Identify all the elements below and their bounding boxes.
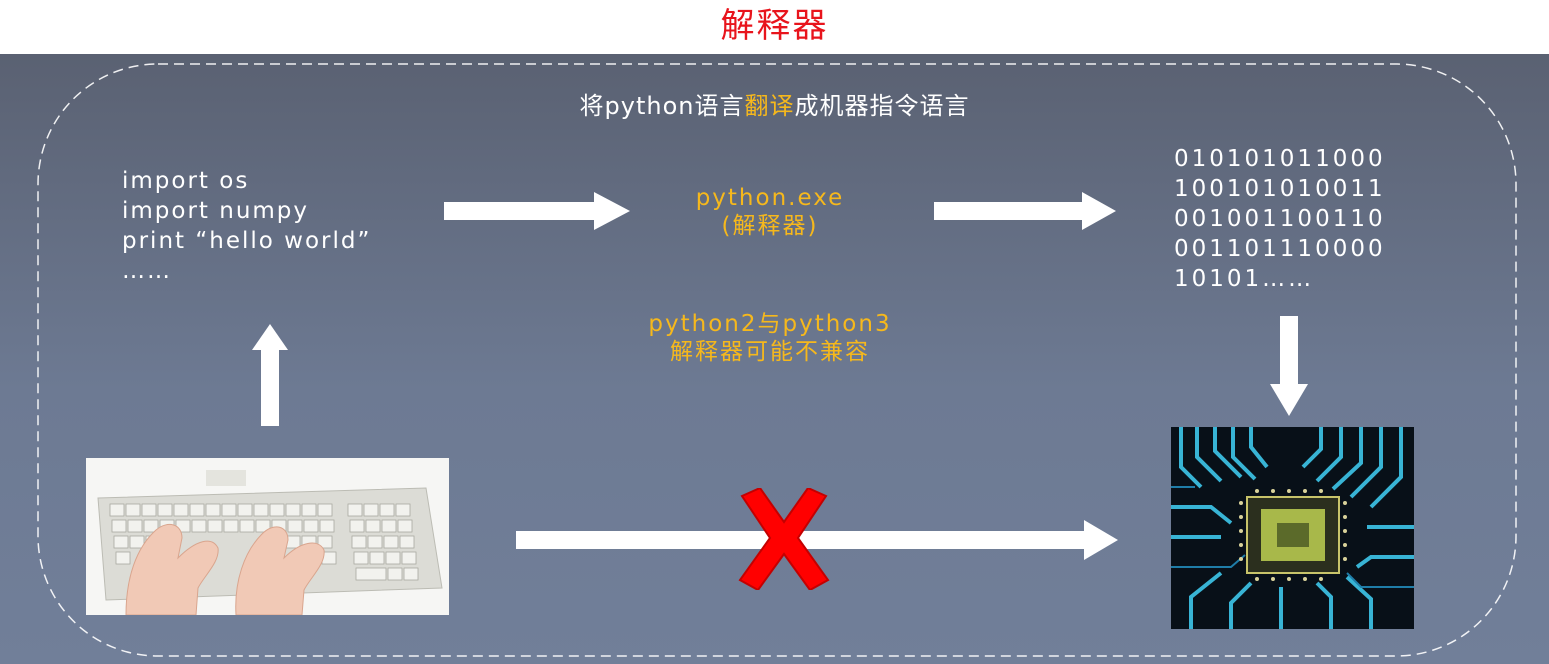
- chip-image: [1171, 427, 1414, 629]
- dashed-frame: [37, 63, 1517, 657]
- compat-note: python2与python3 解释器可能不兼容: [600, 310, 940, 366]
- arrow-right-icon: [444, 192, 630, 230]
- subtitle-highlight: 翻译: [744, 92, 795, 120]
- code-line: print “hello world”: [122, 228, 372, 254]
- compat-note-line1: python2与python3: [648, 311, 892, 337]
- keyboard-image: [86, 458, 449, 616]
- binary-line: 10101……: [1174, 266, 1315, 292]
- subtitle: 将python语言翻译成机器指令语言: [0, 86, 1549, 121]
- interpreter-label: python.exe (解释器): [620, 184, 920, 240]
- interpreter-name: python.exe: [695, 185, 845, 211]
- subtitle-suffix: 成机器指令语言: [794, 92, 970, 120]
- binary-line: 001101110000: [1174, 236, 1386, 262]
- binary-line: 001001100110: [1174, 206, 1386, 232]
- compat-note-line2: 解释器可能不兼容: [670, 339, 870, 365]
- subtitle-prefix: 将python语言: [579, 92, 745, 120]
- machine-code-block: 010101011000 100101010011 001001100110 0…: [1174, 144, 1386, 294]
- interpreter-desc: (解释器): [721, 213, 819, 239]
- binary-line: 100101010011: [1174, 176, 1386, 202]
- arrow-down-icon: [1270, 316, 1308, 416]
- code-line: import os: [122, 168, 250, 194]
- code-line: import numpy: [122, 198, 310, 224]
- page-title: 解释器: [720, 6, 829, 46]
- keyboard-icon: [86, 458, 449, 616]
- source-code-block: import os import numpy print “hello worl…: [122, 166, 371, 286]
- circuit-chip-icon: [1171, 427, 1414, 629]
- binary-line: 010101011000: [1174, 146, 1386, 172]
- diagram-panel: 将python语言翻译成机器指令语言 import os import nump…: [0, 54, 1549, 664]
- arrow-up-icon: [252, 324, 288, 426]
- arrow-right-icon: [934, 192, 1116, 230]
- cross-icon: [738, 488, 830, 590]
- arrow-right-icon: [516, 520, 1118, 560]
- code-line: ……: [122, 258, 172, 284]
